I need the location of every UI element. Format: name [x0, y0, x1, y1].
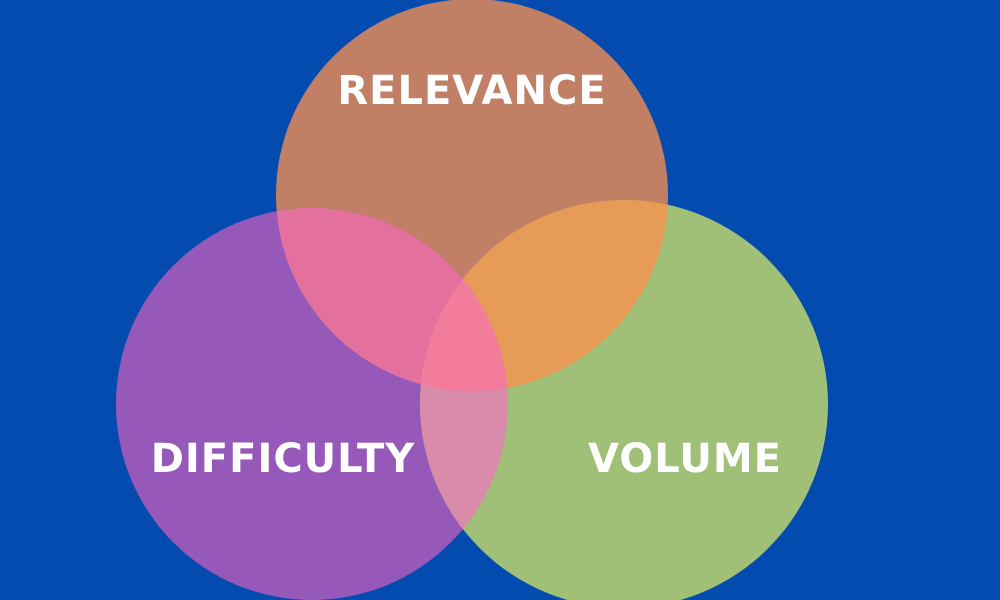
label-relevance: RELEVANCE: [337, 68, 606, 114]
label-volume: VOLUME: [588, 436, 782, 482]
intersection-relevance-difficulty: [276, 208, 508, 391]
label-difficulty: DIFFICULTY: [151, 436, 416, 482]
intersection-relevance-volume: [420, 200, 668, 391]
